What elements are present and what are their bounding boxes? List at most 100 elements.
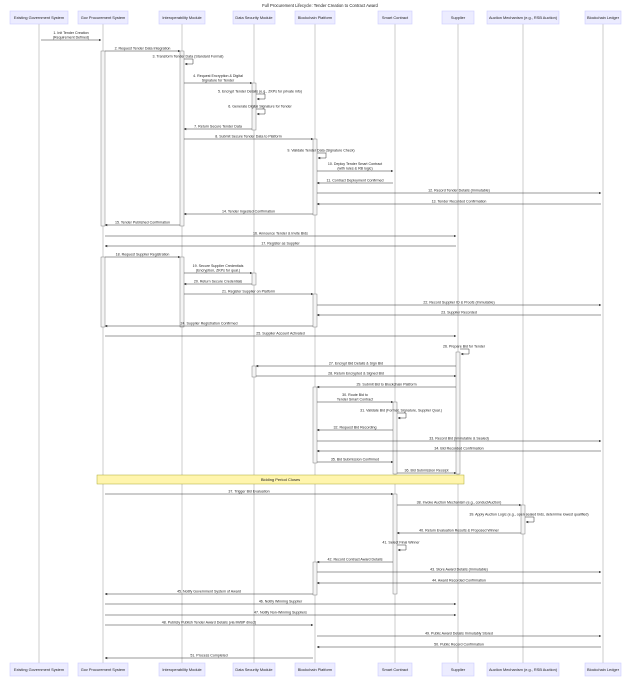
activation-am [520, 504, 526, 535]
participant-label: Existing Government System [14, 15, 64, 20]
participant-dsm-top: Data Security Module [232, 10, 276, 25]
activation-im [179, 50, 185, 227]
message-label: 10. Deploy Tender Smart Contract [328, 162, 382, 166]
message-29: 29. Submit Bid to Blockchain Platform [316, 382, 456, 389]
message-label: 19. Secure Supplier Credentials [193, 264, 244, 268]
participant-box [486, 662, 560, 677]
message-arrow [184, 58, 194, 66]
message-50: 50. Public Record Confirmation [316, 642, 601, 649]
message-label: 24. Supplier Registration Confirmed [181, 321, 238, 325]
message-label: (Requirement Defined) [53, 35, 89, 39]
activation-dsm [251, 272, 257, 286]
participant-label: Blockchain Ledger [587, 667, 620, 672]
message-label: 39. Apply Auction Logic (e.g., open seal… [469, 513, 588, 517]
activation-sup [455, 351, 461, 475]
participant-egs-bottom: Existing Government System [9, 662, 69, 677]
message-46: 46. Notify Winning Supplier [105, 599, 457, 606]
message-label: 48. Publicly Publish Tender Award Detail… [162, 620, 256, 624]
message-28: 28. Return Encrypted & Signed Bid [256, 371, 457, 378]
message-label: 27. Encrypt Bid Details & Sign Bid [329, 361, 383, 365]
message-label: 35. Bid Submission Confirmed [331, 457, 379, 461]
participant-box [294, 10, 336, 25]
participant-label: Blockchain Platform [298, 667, 332, 672]
message-2: 2. Request Tender Data Integration [105, 46, 181, 53]
message-arrow [525, 516, 535, 524]
participant-label: Interoperability Module [162, 667, 201, 672]
participant-sup-top: Supplier [441, 10, 475, 25]
message-arrow [397, 412, 407, 420]
participant-box [584, 662, 622, 677]
message-25: 25. Supplier Account Activated [105, 331, 457, 338]
message-3: 3. Transform Tender Data (Standard Forma… [152, 55, 224, 66]
message-label: 28. Return Encrypted & Signed Bid [328, 371, 384, 375]
participant-box [9, 10, 69, 25]
message-label: Signature for Tender [202, 78, 235, 82]
message-label: 17. Register as Supplier [261, 241, 300, 245]
message-label: 40. Return Evaluation Results & Proposed… [419, 528, 500, 532]
participant-bp-bottom: Blockchain Platform [294, 662, 336, 677]
message-label: 20. Return Secure Credentials [194, 279, 243, 283]
message-label: 43. Store Award Details (Immutable) [430, 567, 488, 571]
message-10: 10. Deploy Tender Smart Contract(with ru… [317, 162, 394, 173]
message-label: 23. Supplier Recorded [441, 310, 477, 314]
participant-bl-top: Blockchain Ledger [584, 10, 622, 25]
message-label: 33. Record Bid (Immutable & Sealed) [429, 436, 489, 440]
message-44: 44. Award Recorded Confirmation [316, 578, 601, 585]
participant-gps-top: Gov Procurement System [77, 10, 129, 25]
message-6: 6. Generate Digital Signature for Tender [228, 105, 293, 116]
activation-im [179, 256, 185, 328]
notes: Bidding Period Closes [96, 474, 465, 485]
message-label: 42. Record Contract Award Details [327, 557, 382, 561]
message-45: 45. Notify Government System of Award [104, 589, 313, 596]
participant-label: Supplier [451, 15, 466, 20]
message-label: 12. Record Tender Details (Immutable) [428, 188, 490, 192]
activation-bp [312, 293, 318, 328]
message-label: 51. Process Completed [190, 653, 227, 657]
message-31: 31. Validate Bid (Format, Signature, Sup… [360, 409, 442, 420]
messages: 1. Init Tender Creation(Requirement Defi… [41, 31, 602, 660]
participant-bl-bottom: Blockchain Ledger [584, 662, 622, 677]
message-label: 38. Invoke Auction Mechanism (e.g., cond… [417, 500, 502, 504]
participant-box [158, 662, 206, 677]
message-18: 18. Request Supplier Registration [105, 252, 181, 259]
activation-sc [392, 493, 398, 595]
participant-label: Existing Government System [14, 667, 64, 672]
message-label: 25. Supplier Account Activated [256, 331, 305, 335]
message-label: 11. Contract Deployment Confirmed [326, 178, 383, 182]
message-label: 45. Notify Government System of Award [177, 589, 241, 593]
message-label: 30. Route Bid to [342, 393, 368, 397]
note-label: Bidding Period Closes [261, 477, 300, 482]
participant-box [232, 662, 276, 677]
message-43: 43. Store Award Details (Immutable) [317, 567, 602, 574]
message-label: 4. Request Encryption & Digital [193, 74, 243, 78]
message-42: 42. Record Contract Award Details [316, 557, 393, 564]
participant-sc-top: Smart Contract [377, 10, 413, 25]
message-label: 31. Validate Bid (Format, Signature, Sup… [360, 409, 442, 413]
message-label: 2. Request Tender Data Integration [115, 46, 171, 50]
participant-label: Gov Procurement System [81, 15, 126, 20]
participant-box [77, 10, 129, 25]
message-38: 38. Invoke Auction Mechanism (e.g., cond… [397, 500, 522, 507]
message-label: 41. Select Final Winner [382, 541, 420, 545]
activation-bp [312, 138, 318, 216]
message-37: 37. Trigger Bid Evaluation [105, 489, 394, 496]
message-51: 51. Process Completed [104, 653, 313, 660]
message-label: 6. Generate Digital Signature for Tender [228, 105, 292, 109]
participant-am-bottom: Auction Mechanism (e.g., RSB Auction) [486, 662, 560, 677]
message-34: 34. Bid Recorded Confirmation [316, 446, 601, 453]
message-39: 39. Apply Auction Logic (e.g., open seal… [469, 513, 589, 524]
message-17: 17. Register as Supplier [104, 241, 456, 248]
participant-gps-bottom: Gov Procurement System [77, 662, 129, 677]
participant-box [377, 10, 413, 25]
message-label: 32. Request Bid Recording [334, 425, 377, 429]
message-35: 35. Bid Submission Confirmed [317, 457, 394, 464]
message-label: (Encryption, ZKPs for qual.) [196, 268, 240, 272]
message-label: (with rules & RB logic) [337, 166, 372, 170]
message-7: 7. Return Secure Tender Data [183, 124, 252, 131]
participant-label: Auction Mechanism (e.g., RSB Auction) [489, 15, 558, 20]
message-27: 27. Encrypt Bid Details & Sign Bid [255, 361, 456, 368]
message-49: 49. Public Award Details Immutably Store… [317, 631, 602, 638]
message-label: 16. Announce Tender & Invite Bids [253, 231, 308, 235]
message-label: 15. Tender Published Confirmation [115, 220, 170, 224]
participant-label: Data Security Module [235, 667, 272, 672]
